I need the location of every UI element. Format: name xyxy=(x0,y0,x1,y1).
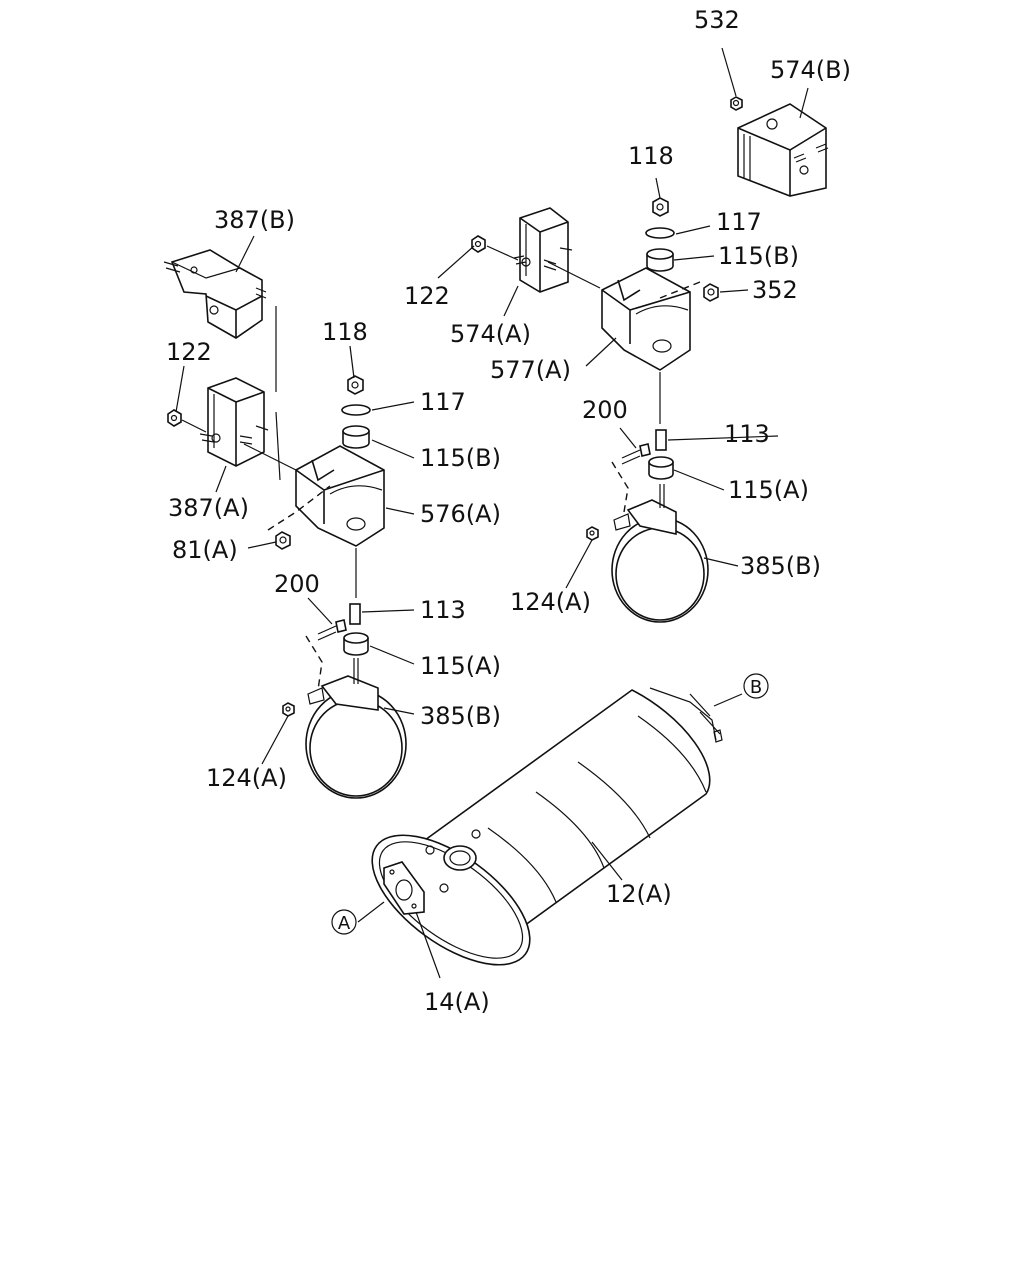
label-574a: 574(A) xyxy=(450,320,531,348)
nut-81a xyxy=(275,531,291,550)
washer-117-left xyxy=(341,404,371,416)
nut-118-left xyxy=(347,375,364,395)
bolt-200-left xyxy=(317,619,347,641)
nut-352 xyxy=(703,283,719,302)
nut-118-right xyxy=(652,197,669,217)
label-122-left: 122 xyxy=(166,338,212,366)
bracket-574a xyxy=(513,207,573,293)
label-117-right: 117 xyxy=(716,208,762,236)
label-124a-right: 124(A) xyxy=(510,588,591,616)
label-200-left: 200 xyxy=(274,570,320,598)
label-118-left: 118 xyxy=(322,318,368,346)
bracket-577a xyxy=(601,267,691,371)
ref-circle-b-label: B xyxy=(750,677,762,698)
collar-113-left xyxy=(349,603,361,625)
nut-122-right xyxy=(471,235,486,253)
label-385b-left: 385(B) xyxy=(420,702,501,730)
label-352: 352 xyxy=(752,276,798,304)
bracket-574b xyxy=(737,103,829,197)
gasket-14a xyxy=(383,861,425,915)
label-117-left: 117 xyxy=(420,388,466,416)
label-115b-left: 115(B) xyxy=(420,444,501,472)
nut-124a-left xyxy=(282,702,295,717)
label-12a: 12(A) xyxy=(606,880,672,908)
rubber-115a-left xyxy=(343,632,369,656)
label-387b: 387(B) xyxy=(214,206,295,234)
collar-113-right xyxy=(655,429,667,451)
label-14a: 14(A) xyxy=(424,988,490,1016)
label-576a: 576(A) xyxy=(420,500,501,528)
label-124a-left: 124(A) xyxy=(206,764,287,792)
ref-circle-a-label: A xyxy=(338,913,351,934)
clamp-385b-left xyxy=(305,658,407,799)
label-81a: 81(A) xyxy=(172,536,238,564)
nut-532 xyxy=(730,96,743,111)
ref-circle-b: B xyxy=(743,673,769,699)
label-577a: 577(A) xyxy=(490,356,571,384)
label-115b-right: 115(B) xyxy=(718,242,799,270)
bracket-387a xyxy=(199,377,269,467)
label-200-right: 200 xyxy=(582,396,628,424)
part-labels: 532 574(B) 118 117 115(B) 352 122 574(A)… xyxy=(166,6,851,1016)
label-387a: 387(A) xyxy=(168,494,249,522)
label-122-right: 122 xyxy=(404,282,450,310)
label-385b-right: 385(B) xyxy=(740,552,821,580)
rubber-115a-right xyxy=(648,456,674,480)
washer-117-right xyxy=(645,227,675,239)
nut-124a-right xyxy=(586,526,599,541)
clamp-385b-right xyxy=(611,484,709,623)
leader-lines xyxy=(175,47,809,979)
bracket-576a xyxy=(295,445,385,547)
bolt-200-right xyxy=(621,443,651,465)
label-118-right: 118 xyxy=(628,142,674,170)
label-113-left: 113 xyxy=(420,596,466,624)
nut-122-left xyxy=(167,409,182,427)
label-532: 532 xyxy=(694,6,740,34)
ref-circle-a: A xyxy=(331,909,357,935)
rubber-115b-right xyxy=(646,248,674,272)
muffler-12a xyxy=(371,687,723,966)
label-115a-right: 115(A) xyxy=(728,476,809,504)
label-574b: 574(B) xyxy=(770,56,851,84)
label-113-right: 113 xyxy=(724,420,770,448)
bracket-387b xyxy=(163,249,267,339)
label-115a-left: 115(A) xyxy=(420,652,501,680)
rubber-115b-left xyxy=(342,425,370,449)
